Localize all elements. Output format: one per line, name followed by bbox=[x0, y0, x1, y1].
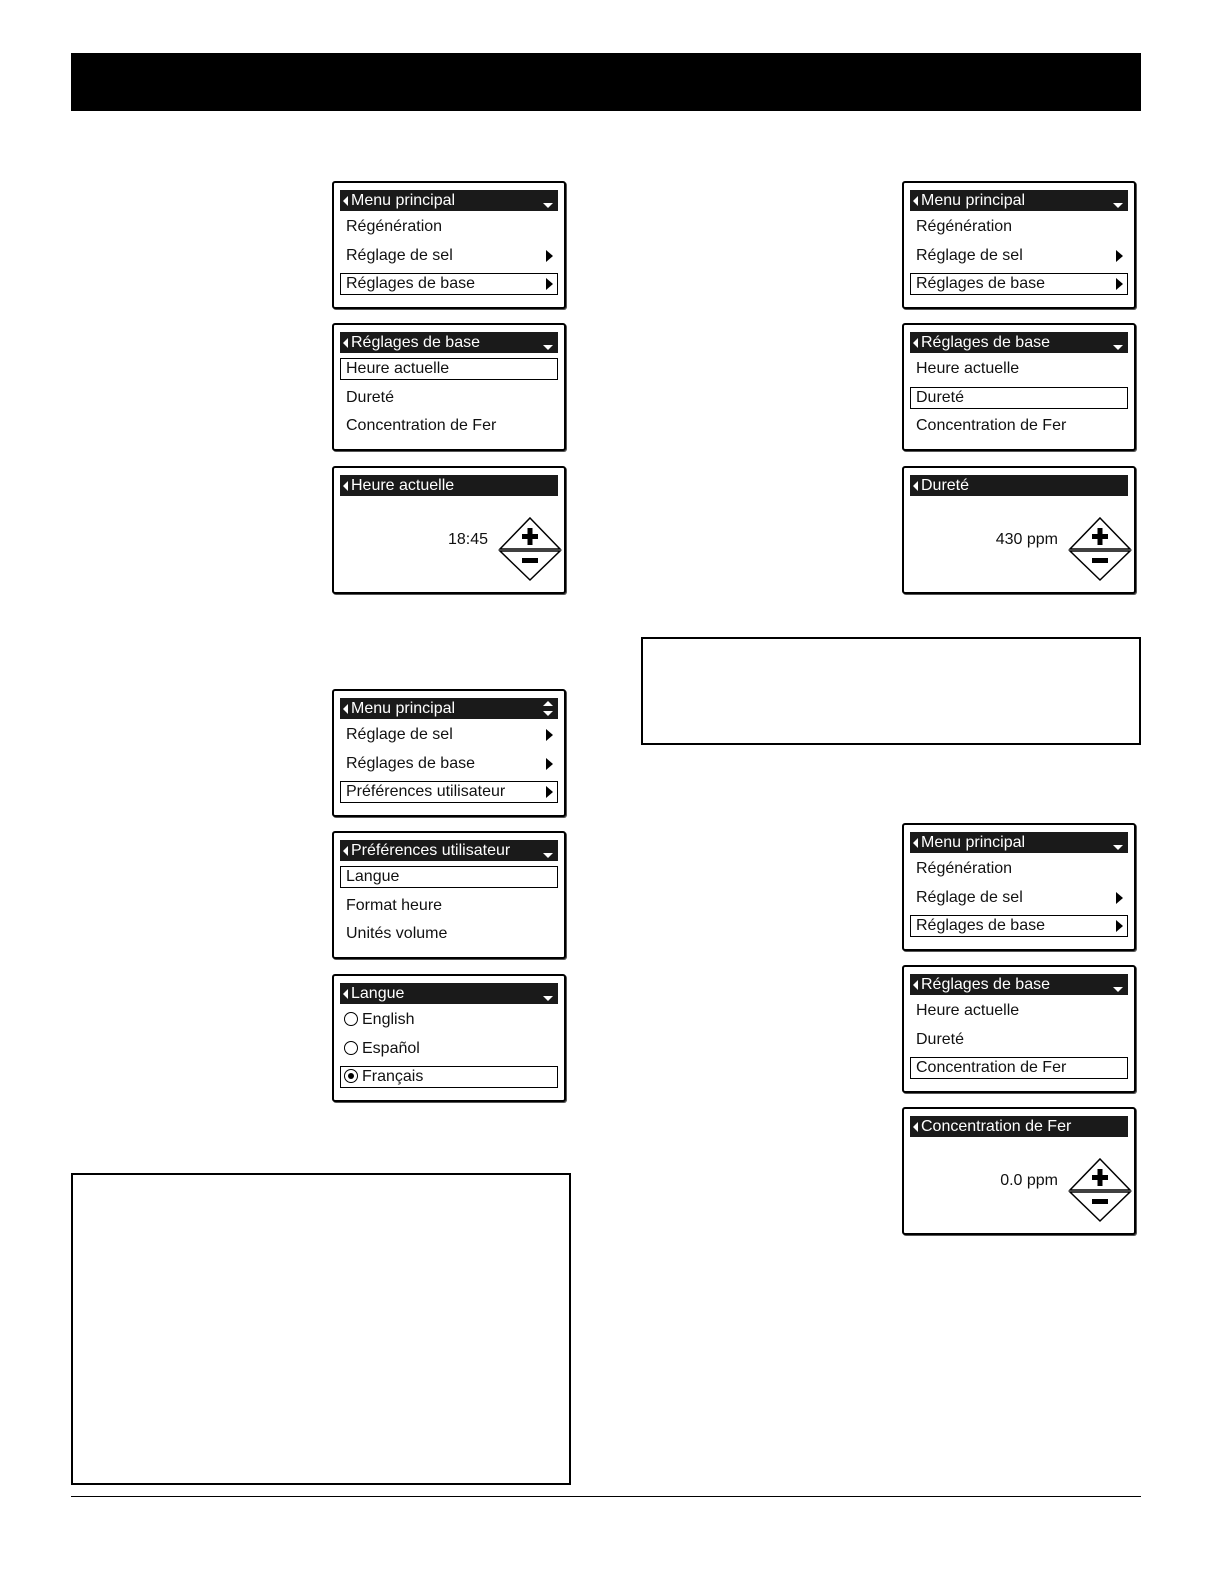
language-option-english[interactable]: English bbox=[340, 1009, 558, 1031]
scroll-down-icon bbox=[1113, 987, 1123, 992]
radio-icon[interactable] bbox=[344, 1012, 358, 1026]
menu-item-hardness[interactable]: Dureté bbox=[910, 387, 1128, 409]
screen-main-menu: Menu principal Régénération Réglage de s… bbox=[332, 181, 566, 309]
screen-basic-settings-3: Réglages de base Heure actuelle Dureté C… bbox=[902, 965, 1136, 1093]
screen-title: Langue bbox=[340, 983, 558, 1004]
back-arrow-icon[interactable] bbox=[913, 481, 918, 491]
scroll-down-icon bbox=[1113, 203, 1123, 208]
back-arrow-icon[interactable] bbox=[913, 838, 918, 848]
screen-title: Menu principal bbox=[910, 832, 1128, 853]
menu-item-salt-setting[interactable]: Réglage de sel bbox=[340, 724, 558, 746]
menu-item-salt-setting[interactable]: Réglage de sel bbox=[910, 245, 1128, 267]
menu-item-regeneration[interactable]: Régénération bbox=[346, 218, 443, 235]
screen-title: Réglages de base bbox=[910, 974, 1128, 995]
submenu-arrow-icon bbox=[1116, 892, 1123, 904]
screen-hardness: Dureté 430 ppm bbox=[902, 466, 1136, 594]
menu-item-current-time[interactable]: Heure actuelle bbox=[916, 1002, 1020, 1019]
menu-item-basic-settings[interactable]: Réglages de base bbox=[340, 753, 558, 775]
back-arrow-icon[interactable] bbox=[913, 196, 918, 206]
back-arrow-icon[interactable] bbox=[343, 704, 348, 714]
menu-item-basic-settings[interactable]: Réglages de base bbox=[910, 915, 1128, 937]
menu-item-iron-concentration[interactable]: Concentration de Fer bbox=[910, 1057, 1128, 1079]
plus-minus-icon[interactable] bbox=[498, 516, 562, 582]
back-arrow-icon[interactable] bbox=[343, 481, 348, 491]
note-box-right bbox=[641, 637, 1141, 745]
back-arrow-icon[interactable] bbox=[343, 846, 348, 856]
screen-title: Concentration de Fer bbox=[910, 1116, 1128, 1137]
screen-title: Réglages de base bbox=[910, 332, 1128, 353]
screen-basic-settings: Réglages de base Heure actuelle Dureté C… bbox=[332, 323, 566, 451]
header-bar bbox=[71, 53, 1141, 111]
radio-icon[interactable] bbox=[344, 1041, 358, 1055]
submenu-arrow-icon bbox=[546, 786, 553, 798]
back-arrow-icon[interactable] bbox=[913, 980, 918, 990]
back-arrow-icon[interactable] bbox=[913, 338, 918, 348]
submenu-arrow-icon bbox=[546, 278, 553, 290]
back-arrow-icon[interactable] bbox=[913, 1122, 918, 1132]
menu-item-volume-units[interactable]: Unités volume bbox=[346, 925, 448, 942]
scroll-down-icon bbox=[543, 345, 553, 350]
submenu-arrow-icon bbox=[1116, 920, 1123, 932]
scroll-down-icon bbox=[1113, 845, 1123, 850]
iron-value: 0.0 ppm bbox=[1000, 1172, 1058, 1189]
back-arrow-icon[interactable] bbox=[343, 989, 348, 999]
scroll-down-icon bbox=[1113, 345, 1123, 350]
menu-item-iron-concentration[interactable]: Concentration de Fer bbox=[916, 417, 1067, 434]
scroll-down-icon bbox=[543, 996, 553, 1001]
hardness-value: 430 ppm bbox=[995, 531, 1058, 548]
screen-title: Réglages de base bbox=[340, 332, 558, 353]
screen-title: Dureté bbox=[910, 475, 1128, 496]
screen-current-time: Heure actuelle 18:45 bbox=[332, 466, 566, 594]
language-option-francais[interactable]: Français bbox=[340, 1066, 558, 1088]
menu-item-salt-setting[interactable]: Réglage de sel bbox=[340, 245, 558, 267]
menu-item-current-time[interactable]: Heure actuelle bbox=[916, 360, 1020, 377]
scroll-down-icon bbox=[543, 203, 553, 208]
menu-item-time-format[interactable]: Format heure bbox=[346, 897, 443, 914]
submenu-arrow-icon bbox=[546, 729, 553, 741]
note-box-left bbox=[71, 1173, 571, 1485]
language-option-espanol[interactable]: Español bbox=[340, 1038, 558, 1060]
plus-minus-icon[interactable] bbox=[1068, 516, 1132, 582]
menu-item-salt-setting[interactable]: Réglage de sel bbox=[910, 887, 1128, 909]
screen-main-menu-2: Menu principal Réglage de sel Réglages d… bbox=[332, 689, 566, 817]
menu-item-language[interactable]: Langue bbox=[340, 866, 558, 888]
submenu-arrow-icon bbox=[546, 250, 553, 262]
scroll-up-icon bbox=[543, 701, 553, 706]
menu-item-basic-settings[interactable]: Réglages de base bbox=[340, 273, 558, 295]
submenu-arrow-icon bbox=[1116, 250, 1123, 262]
menu-item-basic-settings[interactable]: Réglages de base bbox=[910, 273, 1128, 295]
footer-rule bbox=[71, 1496, 1141, 1497]
submenu-arrow-icon bbox=[546, 758, 553, 770]
screen-user-preferences: Préférences utilisateur Langue Format he… bbox=[332, 831, 566, 959]
menu-item-hardness[interactable]: Dureté bbox=[916, 1031, 965, 1048]
screen-title: Menu principal bbox=[910, 190, 1128, 211]
time-value: 18:45 bbox=[447, 531, 488, 548]
screen-basic-settings-2: Réglages de base Heure actuelle Dureté C… bbox=[902, 323, 1136, 451]
menu-item-regeneration[interactable]: Régénération bbox=[916, 860, 1013, 877]
screen-title: Menu principal bbox=[340, 190, 558, 211]
screen-title: Heure actuelle bbox=[340, 475, 558, 496]
plus-minus-icon[interactable] bbox=[1068, 1157, 1132, 1223]
menu-item-iron-concentration[interactable]: Concentration de Fer bbox=[346, 417, 497, 434]
screen-language: Langue English Español Français bbox=[332, 974, 566, 1102]
screen-iron-concentration: Concentration de Fer 0.0 ppm bbox=[902, 1107, 1136, 1235]
screen-title: Préférences utilisateur bbox=[340, 840, 558, 861]
screen-title: Menu principal bbox=[340, 698, 558, 719]
submenu-arrow-icon bbox=[1116, 278, 1123, 290]
menu-item-user-preferences[interactable]: Préférences utilisateur bbox=[340, 781, 558, 803]
screen-main-menu-4: Menu principal Régénération Réglage de s… bbox=[902, 823, 1136, 951]
scroll-down-icon bbox=[543, 853, 553, 858]
radio-selected-icon[interactable] bbox=[344, 1069, 358, 1083]
menu-item-regeneration[interactable]: Régénération bbox=[916, 218, 1013, 235]
screen-main-menu-3: Menu principal Régénération Réglage de s… bbox=[902, 181, 1136, 309]
menu-item-hardness[interactable]: Dureté bbox=[346, 389, 395, 406]
back-arrow-icon[interactable] bbox=[343, 338, 348, 348]
scroll-down-icon bbox=[543, 711, 553, 716]
back-arrow-icon[interactable] bbox=[343, 196, 348, 206]
menu-item-current-time[interactable]: Heure actuelle bbox=[340, 358, 558, 380]
